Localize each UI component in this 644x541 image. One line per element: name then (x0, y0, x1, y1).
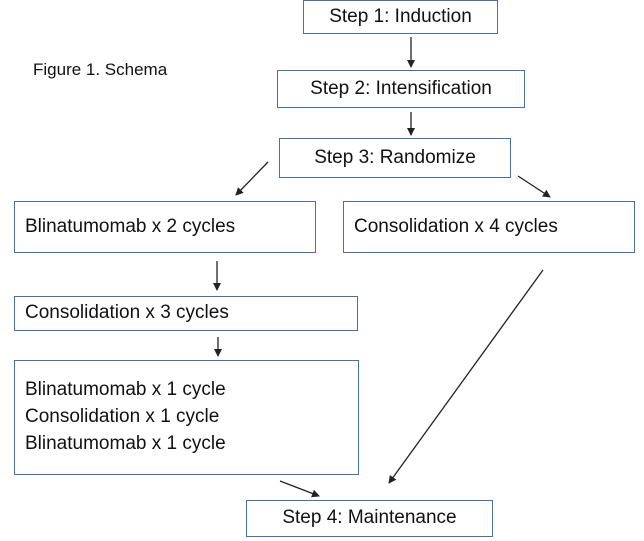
blinatumomab-2-cycles-label: Blinatumomab x 2 cycles (25, 215, 236, 237)
blinatumomab-2-cycles-box: Blinatumomab x 2 cycles (14, 201, 316, 253)
step-2-label: Step 2: Intensification (310, 77, 492, 99)
step-2-intensification-box: Step 2: Intensification (277, 70, 525, 108)
step-3-randomize-box: Step 3: Randomize (279, 138, 511, 178)
consolidation-4-cycles-label: Consolidation x 4 cycles (354, 215, 558, 237)
step-1-induction-box: Step 1: Induction (303, 0, 498, 34)
arrow-step3-to-right-arm (517, 175, 551, 198)
arrow-left3-to-step4 (279, 480, 320, 498)
step-4-maintenance-box: Step 4: Maintenance (246, 500, 493, 537)
alternating-cycles-box: Blinatumomab x 1 cycle Consolidation x 1… (14, 360, 359, 475)
step-3-label: Step 3: Randomize (314, 146, 476, 168)
arrow-step3-to-left-arm (235, 161, 269, 196)
alternating-line-3: Blinatumomab x 1 cycle (25, 432, 226, 454)
alternating-line-1: Blinatumomab x 1 cycle (25, 379, 226, 401)
consolidation-3-cycles-box: Consolidation x 3 cycles (14, 296, 358, 331)
step-4-label: Step 4: Maintenance (282, 507, 457, 529)
arrow-right-to-step4 (388, 269, 544, 484)
consolidation-4-cycles-box: Consolidation x 4 cycles (343, 201, 635, 253)
alternating-line-2: Consolidation x 1 cycle (25, 406, 220, 428)
step-1-label: Step 1: Induction (329, 5, 472, 27)
consolidation-3-cycles-label: Consolidation x 3 cycles (25, 302, 229, 324)
figure-caption: Figure 1. Schema (33, 60, 168, 79)
